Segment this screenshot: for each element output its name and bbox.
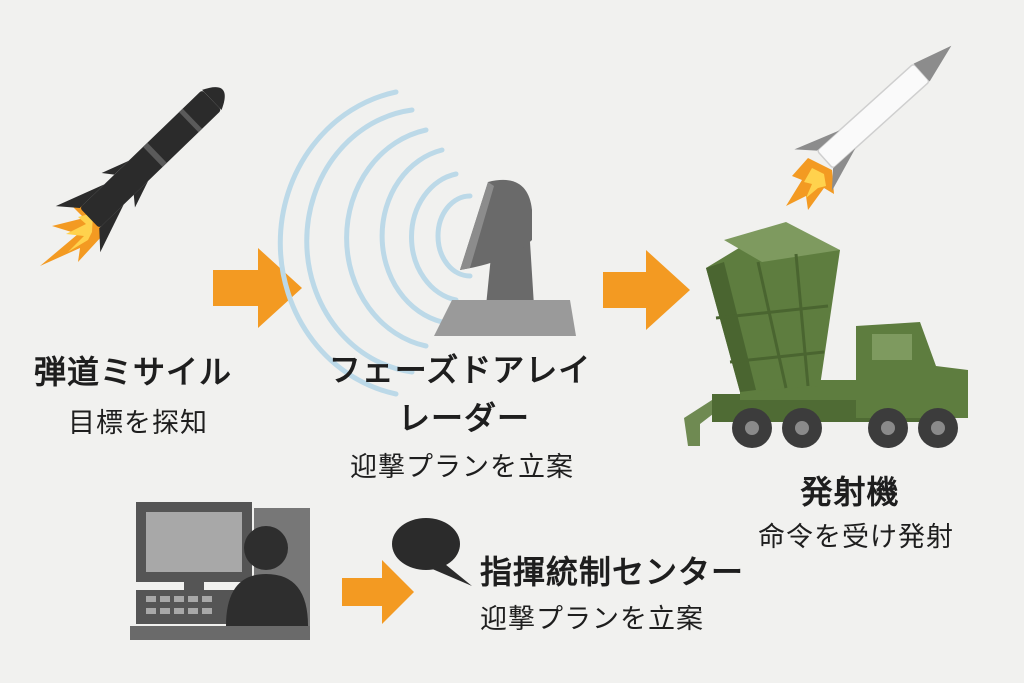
truck-hub [745,421,759,435]
missile-subtitle: 目標を探知 [68,408,208,439]
radar-subtitle: 迎撃プランを立案 [350,452,574,483]
command-subtitle: 迎撃プランを立案 [480,604,704,635]
interceptor-nose [913,45,952,82]
truck-cab-window [872,334,912,360]
interceptor-flame-inner [804,168,826,198]
speech-bubble-tail [430,560,472,586]
key [160,608,170,614]
launcher-canister-top [724,222,840,262]
missile-band [179,108,203,133]
monitor-screen [146,512,242,572]
command-title: 指揮統制センター [480,553,745,591]
missile-flame-inner [66,213,93,252]
radar-dish-face [460,182,494,270]
operator-console-icon [130,502,310,640]
missile-body [81,91,221,227]
missile-fin [55,184,105,209]
radar-wave [344,127,429,349]
missile-fin [133,180,149,208]
radar-wave [409,171,459,303]
monitor-stand [184,582,204,592]
missile-title: 弾道ミサイル [34,353,233,391]
radar-wave [277,89,399,397]
interceptor-fin [794,130,840,151]
arrow-right-icon [342,560,414,624]
key [174,608,184,614]
radar-base [434,300,576,336]
truck-hub [795,421,809,435]
launcher-canister-seam [794,253,810,387]
radar-wave [435,193,473,279]
operator-head [244,526,288,570]
missile-band [143,142,167,168]
radar-dish [460,179,532,270]
key [188,596,198,602]
radar-wave [304,107,415,375]
interceptor-missile-icon [786,45,952,210]
key [160,596,170,602]
truck-hub [931,421,945,435]
missile-launcher-truck-icon [684,222,968,448]
key [202,596,212,602]
key [146,596,156,602]
radar-dish-icon [277,89,576,397]
launcher-canister-band [715,304,829,320]
launcher-subtitle: 命令を受け発射 [758,522,954,553]
truck-hub [881,421,895,435]
speech-bubble-body [392,518,460,570]
missile-fin [99,204,124,253]
interceptor-body [817,64,930,168]
radar-wave [379,147,445,325]
operator-body [226,574,308,626]
interceptor-flame-outer [786,158,834,210]
missile-fin [101,160,129,175]
key [146,608,156,614]
key [174,596,184,602]
arrow-right-icon [603,250,690,330]
key [202,608,212,614]
ballistic-missile-icon [40,87,225,266]
launcher-title: 発射機 [800,473,900,511]
missile-nose [202,87,225,111]
radar-title-line2: レーダー [397,399,531,437]
speech-bubble-icon [392,518,472,586]
launcher-canister-seam [756,261,788,389]
radar-title-line1: フェーズドアレイ [328,351,592,389]
key [188,608,198,614]
launcher-canister-band [729,350,825,364]
desk [130,626,310,640]
